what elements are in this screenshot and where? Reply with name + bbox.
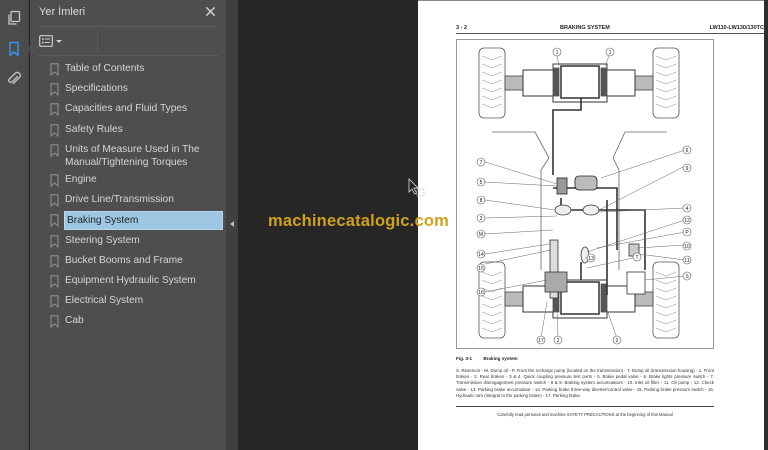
svg-text:14: 14	[478, 252, 484, 258]
active-panel-pointer	[27, 44, 32, 54]
bookmark-icon	[50, 255, 59, 268]
svg-text:2: 2	[557, 338, 560, 344]
bookmark-icon	[50, 214, 59, 227]
bookmark-icon	[50, 124, 59, 137]
bookmark-icon	[50, 174, 59, 187]
page-number: 3 - 2	[456, 25, 468, 31]
svg-text:10: 10	[684, 244, 690, 250]
document-canvas[interactable]: 3 - 2 BRAKING SYSTEM LW110-LW130/130TC	[238, 0, 768, 450]
bookmark-label: Engine	[65, 174, 97, 185]
bookmark-label: Units of Measure Used in The Manual/Tigh…	[65, 144, 200, 168]
svg-text:M: M	[479, 232, 483, 238]
toolbar-separator	[97, 31, 98, 52]
svg-text:16: 16	[478, 290, 484, 296]
close-panel-button[interactable]	[203, 4, 217, 18]
bookmark-label: Bucket Booms and Frame	[65, 255, 183, 266]
bookmark-icon	[50, 144, 59, 157]
bookmark-label: Electrical System	[65, 295, 144, 306]
pages-icon	[8, 10, 21, 25]
bookmarks-icon	[9, 41, 19, 57]
collapse-panel-arrow-icon[interactable]	[230, 221, 234, 227]
page-header: 3 - 2 BRAKING SYSTEM LW110-LW130/130TC	[456, 25, 764, 34]
svg-text:T: T	[635, 255, 638, 261]
watermark-text: machinecatalogic.com	[268, 212, 449, 230]
panel-header: Yer İmleri	[30, 0, 226, 27]
header-divider	[38, 26, 218, 27]
bookmarks-panel-button[interactable]	[5, 40, 23, 58]
svg-text:5: 5	[480, 180, 483, 186]
svg-text:P: P	[685, 230, 689, 236]
bookmark-icon	[50, 295, 59, 308]
bookmark-icon	[50, 83, 59, 96]
bookmark-icon	[50, 275, 59, 288]
attachments-icon	[8, 71, 21, 85]
bookmark-icon	[50, 103, 59, 116]
svg-text:13: 13	[588, 256, 594, 262]
bookmark-label: Capacities and Fluid Types	[65, 103, 188, 114]
figure-caption: Fig. 3-1 Braking system	[456, 356, 528, 361]
bookmark-icon	[50, 235, 59, 248]
panel-title: Yer İmleri	[39, 6, 86, 18]
canvas-edge	[764, 0, 768, 450]
figure-legend: S. Reservoir - M. Dump oil - P. From the…	[456, 368, 714, 398]
svg-text:1: 1	[556, 50, 559, 56]
svg-text:12: 12	[684, 218, 690, 224]
bookmarks-toolbar	[38, 28, 218, 55]
bookmark-label: Specifications	[65, 83, 128, 94]
svg-text:6: 6	[686, 148, 689, 154]
pdf-page: 3 - 2 BRAKING SYSTEM LW110-LW130/130TC	[418, 0, 764, 450]
bookmark-label: Cab	[65, 315, 84, 326]
bookmark-label: Braking System	[64, 211, 223, 230]
svg-text:8: 8	[480, 198, 483, 204]
panel-resize-handle[interactable]	[226, 0, 238, 450]
bookmark-options-icon	[39, 35, 53, 47]
bookmark-label: Table of Contents	[65, 63, 145, 74]
page-thumbnails-button[interactable]	[5, 9, 23, 27]
toolbar-divider	[38, 55, 218, 56]
svg-text:4: 4	[686, 206, 689, 212]
svg-text:1: 1	[609, 50, 612, 56]
figure-number: Fig. 3-1	[456, 356, 473, 361]
bookmark-icon	[50, 315, 59, 328]
svg-text:15: 15	[478, 266, 484, 272]
bookmark-label: Drive Line/Transmission	[65, 194, 174, 205]
bookmark-label: Steering System	[65, 235, 140, 246]
svg-text:11: 11	[684, 258, 689, 264]
section-title: BRAKING SYSTEM	[560, 25, 610, 31]
bookmark-icon	[50, 194, 59, 207]
svg-text:S: S	[685, 274, 689, 280]
svg-text:3: 3	[480, 216, 483, 222]
bookmark-options-dropdown[interactable]	[39, 33, 65, 49]
bookmark-icon	[50, 63, 59, 76]
model-name: LW110-LW130/130TC	[709, 25, 764, 31]
bookmarks-panel: Yer İmleri	[30, 0, 226, 450]
svg-text:2: 2	[616, 338, 619, 344]
mouse-cursor-icon	[408, 178, 425, 197]
bookmark-label: Equipment Hydraulic System	[65, 275, 196, 286]
svg-text:17: 17	[538, 338, 544, 344]
sidebar-icon-strip	[0, 0, 32, 450]
attachments-button[interactable]	[5, 70, 23, 88]
footer-divider	[456, 406, 714, 407]
figure-title: Braking system	[483, 356, 518, 361]
close-icon	[205, 6, 215, 16]
bookmark-label: Safety Rules	[65, 124, 123, 135]
chevron-down-icon	[56, 39, 62, 43]
page-footer: Carefully read personal and machine SAFE…	[497, 412, 673, 417]
svg-text:7: 7	[480, 160, 483, 166]
svg-text:9: 9	[686, 166, 689, 172]
